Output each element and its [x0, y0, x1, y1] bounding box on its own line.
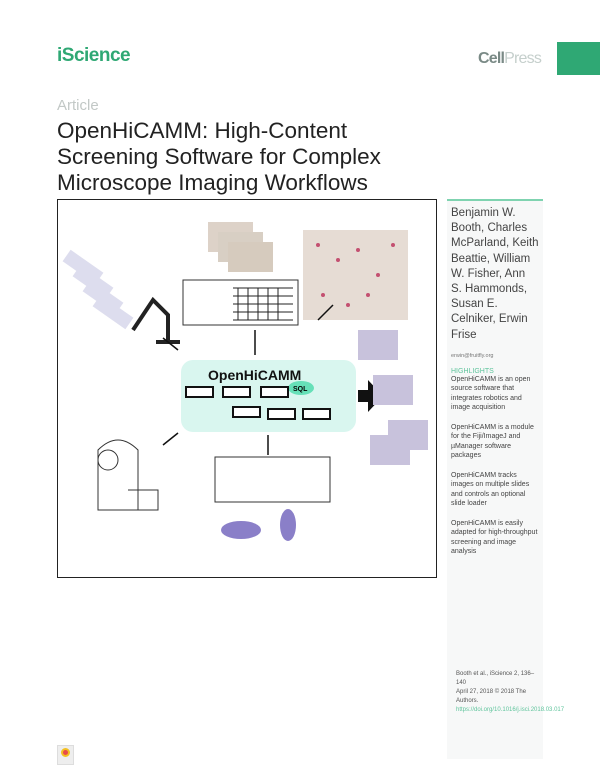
highlight-item: OpenHiCAMM is a module for the Fiji/Imag… [451, 423, 534, 460]
citation-block: Booth et al., iScience 2, 136–140 April … [456, 670, 565, 715]
embryo-closeups [221, 509, 296, 541]
doi-link[interactable]: https://doi.org/10.1016/j.isci.2018.03.0… [456, 707, 565, 713]
publisher-logo: CellPress [478, 50, 542, 68]
highlight-item: OpenHiCAMM tracks images on multiple sli… [451, 471, 530, 508]
citation: Booth et al., iScience 2, 136–140 [456, 671, 535, 686]
slide-image [214, 456, 331, 503]
journal-logo: iScience [57, 45, 131, 66]
correspondence-email[interactable]: erwin@fruitfly.org [451, 352, 494, 359]
highlight-item: OpenHiCAMM is easily adapted for high-th… [451, 519, 538, 556]
microscope [97, 439, 159, 511]
highlights-heading: HIGHLIGHTS [451, 367, 494, 375]
page-title: OpenHiCAMM: High-Content Screening Softw… [57, 118, 381, 195]
publication-date: April 27, 2018 © 2018 The Authors. [456, 689, 527, 704]
sidebar: Benjamin W. Booth, Charles McParland, Ke… [447, 199, 565, 759]
robot-arm [131, 296, 180, 344]
publisher-logo-cell: Cell [478, 50, 505, 67]
authors: Benjamin W. Booth, Charles McParland, Ke… [451, 207, 539, 341]
article-type: Article [57, 97, 99, 114]
sql-label: SQL [293, 386, 308, 393]
highlight-item: OpenHiCAMM is an open source software th… [451, 375, 531, 412]
embryo-images [358, 330, 428, 465]
slide-overview-image [303, 230, 408, 320]
crossmark-icon[interactable] [57, 745, 74, 765]
graphical-abstract: OpenHiCAMM SQL [57, 199, 437, 578]
output-arrow [358, 380, 383, 412]
openhicamm-label: OpenHiCAMM [208, 367, 301, 383]
brand-block [557, 42, 600, 75]
publisher-logo-press: Press [504, 50, 542, 67]
slide-stack [62, 249, 134, 330]
image-tiles [182, 222, 299, 326]
